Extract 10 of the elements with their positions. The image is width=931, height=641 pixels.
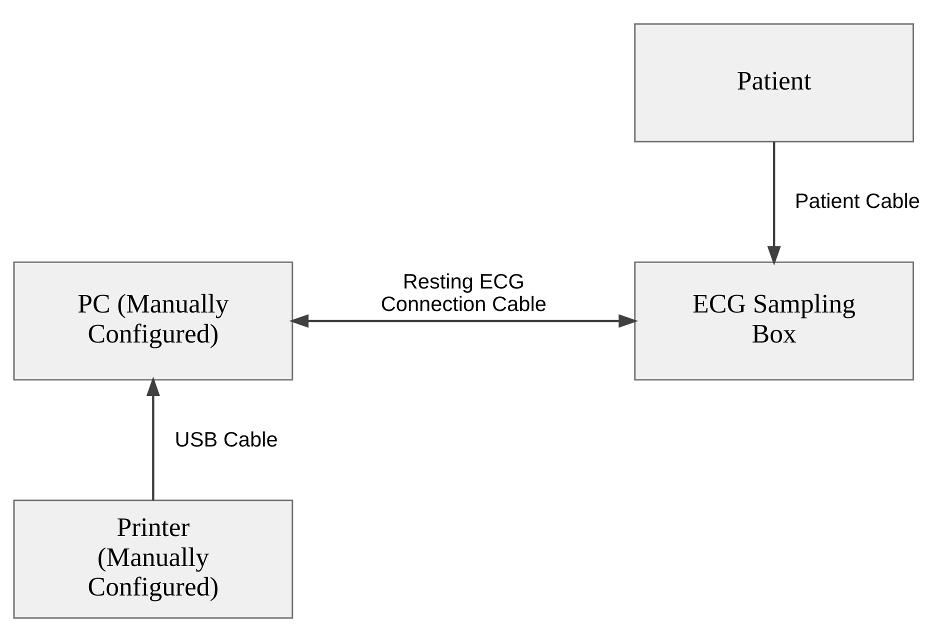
arrow bbox=[289, 314, 638, 328]
arrow bbox=[146, 376, 160, 500]
edge-label: Resting ECG Connection Cable bbox=[380, 270, 546, 316]
node-box: PC (Manually Configured) bbox=[13, 260, 294, 380]
node-box: ECG Sampling Box bbox=[634, 260, 914, 380]
edge-label: USB Cable bbox=[174, 428, 278, 451]
node-box: Printer (Manually Configured) bbox=[13, 499, 294, 618]
edge-label: Patient Cable bbox=[794, 190, 920, 213]
node-box: Patient bbox=[634, 22, 914, 142]
arrow bbox=[767, 141, 781, 266]
